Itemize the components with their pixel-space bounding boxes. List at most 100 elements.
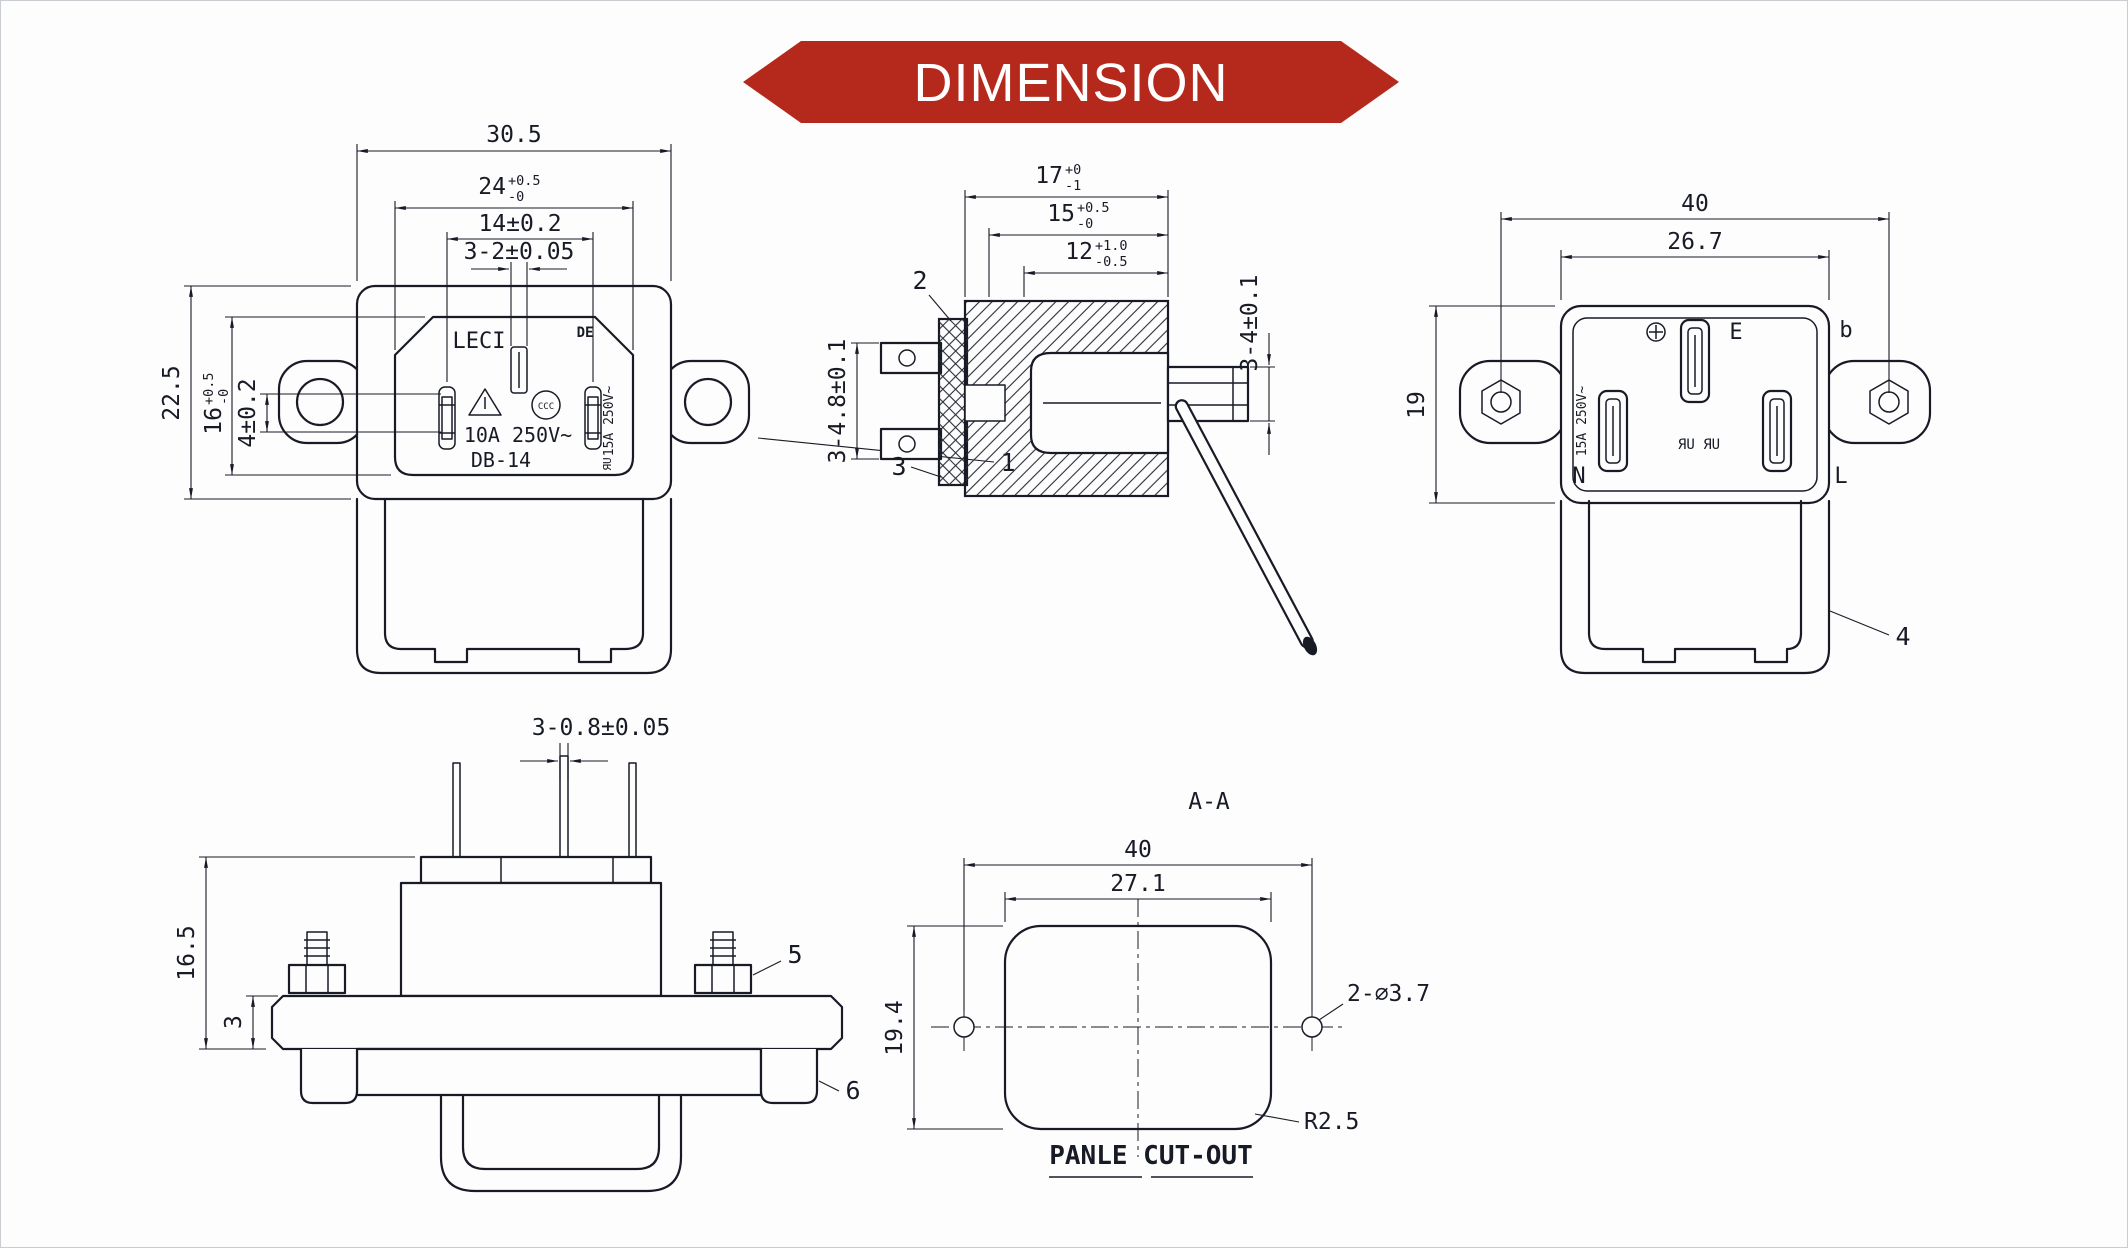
callout-3: 3 (891, 452, 942, 481)
svg-text:16.5: 16.5 (174, 925, 200, 980)
front-ru-mark: ЯU (601, 457, 614, 470)
callout-2: 2 (912, 266, 952, 322)
callout-5: 5 (752, 940, 803, 976)
mounting-plate (270, 994, 844, 1051)
rear-view: E b N L 15A 250V~ ЯU ЯU 40 26.7 (1404, 191, 1932, 675)
neutral-label: N (1572, 464, 1585, 489)
side-terminal-upper (879, 341, 943, 375)
brand-label: LECI (453, 329, 506, 354)
dim-side-depth-total: 17 +0 -1 (964, 162, 1169, 297)
earth-symbol-icon (1646, 322, 1666, 342)
cert-mark: DE (577, 325, 594, 341)
screw-right (693, 931, 753, 995)
line-label: L (1834, 464, 1847, 489)
note-holes: 2-∅3.7 (1318, 981, 1430, 1021)
ccc-mark-text: CCC (538, 402, 554, 412)
svg-text:40: 40 (1681, 191, 1709, 217)
post-right (759, 1049, 819, 1105)
cutout-caption: PANLE CUT-OUT (1049, 1141, 1253, 1178)
svg-text:-0.5: -0.5 (1095, 254, 1128, 270)
front-socket-recess (393, 315, 635, 477)
svg-text:26.7: 26.7 (1667, 229, 1722, 255)
dim-side-tabs-right: 3-4±0.1 (1237, 275, 1275, 455)
svg-text:27.1: 27.1 (1110, 871, 1165, 897)
dim-side-depth-body: 15 +0.5 -0 (988, 200, 1168, 297)
ccc-mark-icon: CCC (531, 390, 561, 420)
svg-text:15: 15 (1047, 201, 1075, 227)
side-ground-pin (1174, 399, 1318, 656)
svg-text:-0: -0 (508, 189, 524, 205)
svg-text:6: 6 (845, 1076, 860, 1105)
side-terminal-lower (879, 427, 943, 461)
note-radius: R2.5 (1254, 1109, 1359, 1135)
dim-rear-hole-pitch: 40 (1500, 191, 1890, 393)
svg-text:+0.5: +0.5 (508, 173, 541, 189)
rear-bracket (1559, 499, 1831, 675)
pin-middle (559, 755, 569, 858)
side-flange-section (937, 317, 969, 487)
dim-front-overall-height: 22.5 (159, 285, 351, 500)
screw-left (287, 931, 347, 995)
post-left (299, 1049, 359, 1105)
pin-base-strip (419, 855, 653, 885)
svg-text:19: 19 (1404, 391, 1430, 419)
front-fuse-right (584, 386, 602, 450)
svg-text:R2.5: R2.5 (1304, 1109, 1359, 1135)
side-view: 17 +0 -1 15 +0.5 -0 12 +1.0 -0.5 3-4±0 (825, 162, 1318, 656)
svg-text:3-4.8±0.1: 3-4.8±0.1 (825, 339, 851, 464)
svg-text:3: 3 (221, 1015, 247, 1029)
front-fuse-left (438, 386, 456, 450)
dim-side-depth-cavity: 12 +1.0 -0.5 (1023, 238, 1168, 297)
svg-text:4±0.2: 4±0.2 (235, 378, 261, 447)
svg-text:+1.0: +1.0 (1095, 238, 1128, 254)
bottom-view: 3-0.8±0.05 16.5 3 5 6 (174, 715, 861, 1193)
dim-cutout-height: 19.4 (882, 925, 1003, 1130)
callout-6: 6 (818, 1076, 861, 1105)
banner-ribbon (743, 41, 1399, 123)
rating-label: 10A 250V~ (464, 423, 572, 447)
rear-ru-mark: ЯU ЯU (1678, 437, 1720, 453)
svg-text:17: 17 (1035, 163, 1063, 189)
svg-text:16: 16 (201, 407, 227, 435)
svg-text:-0: -0 (1077, 216, 1093, 232)
dim-pin-thickness: 3-0.8±0.05 (520, 715, 670, 781)
dim-rear-body-height: 19 (1404, 305, 1555, 504)
front-left-mount-hole (295, 377, 345, 427)
section-label: A-A (1188, 789, 1230, 815)
dim-front-recess-width: 24 +0.5 -0 (394, 173, 634, 350)
svg-text:14±0.2: 14±0.2 (478, 211, 561, 237)
dim-front-pin-slots: 3-2±0.05 (464, 239, 575, 346)
rear-fuse-rating-label: 15A 250V~ (1575, 386, 1590, 457)
title-banner: DIMENSION (743, 41, 1399, 123)
rear-slot-line (1761, 389, 1793, 473)
bottom-body (399, 881, 663, 998)
svg-text:3-2±0.05: 3-2±0.05 (464, 239, 575, 265)
rear-slot-earth (1679, 318, 1711, 404)
dim-front-fuse-pitch: 14±0.2 (446, 211, 594, 382)
svg-text:19.4: 19.4 (882, 1000, 908, 1055)
cutout-hole-left (953, 1016, 975, 1038)
cutout-hole-right (1301, 1016, 1323, 1038)
dim-front-overall-width: 30.5 (356, 122, 672, 281)
svg-text:PANLE CUT-OUT: PANLE CUT-OUT (1049, 1141, 1253, 1171)
cutout-view: A-A 40 27.1 19.4 (882, 789, 1430, 1178)
svg-text:24: 24 (478, 174, 506, 200)
bottom-bracket (439, 1093, 683, 1193)
front-earth-slot (510, 346, 528, 394)
svg-text:40: 40 (1124, 837, 1152, 863)
svg-text:2: 2 (912, 266, 927, 295)
pin-right (628, 762, 637, 858)
dim-cutout-width: 27.1 (1004, 871, 1272, 922)
dim-plate-thickness: 3 (221, 995, 278, 1049)
svg-text:4: 4 (1895, 622, 1910, 651)
front-view: CCC LECI DE 10A 250V~ DB-14 15A 250V~ ЯU… (159, 122, 1016, 675)
dim-side-tabs-left: 3-4.8±0.1 (825, 339, 879, 464)
model-label: DB-14 (471, 448, 531, 472)
b-mark-label: b (1839, 318, 1852, 343)
svg-text:2-∅3.7: 2-∅3.7 (1347, 981, 1430, 1007)
page-title: DIMENSION (913, 53, 1228, 113)
pin-left (452, 762, 461, 858)
second-plate (355, 1047, 763, 1097)
earth-label: E (1729, 320, 1742, 345)
